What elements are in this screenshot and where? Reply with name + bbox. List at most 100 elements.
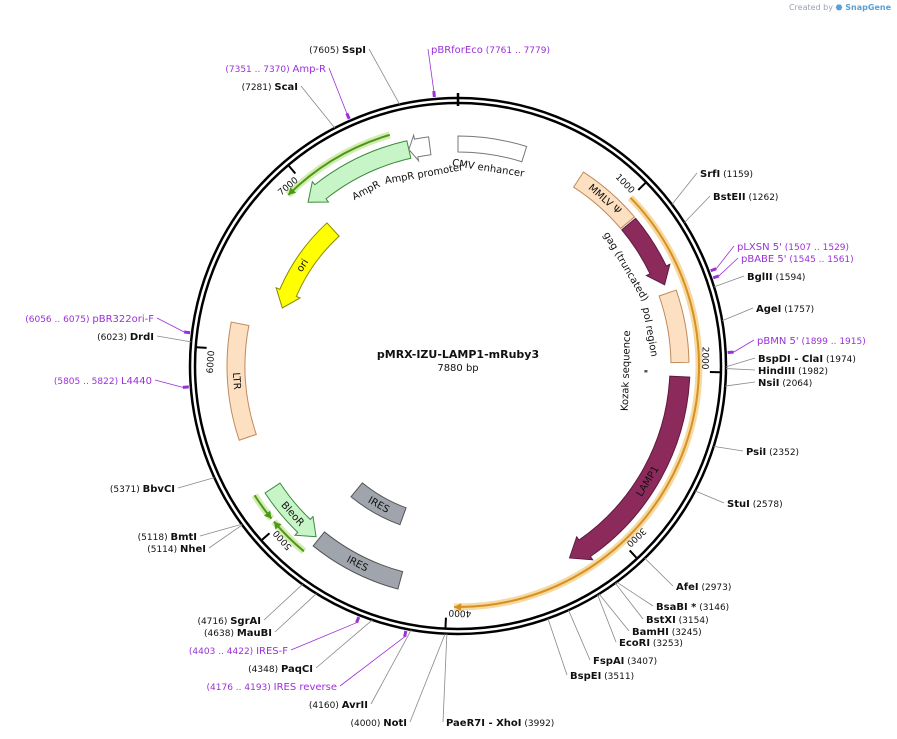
- enzyme-position: (2352): [766, 448, 799, 458]
- enzyme-label: (5114) NheI: [147, 544, 206, 555]
- enzyme-leader: [597, 594, 617, 643]
- primer-marker: [183, 330, 191, 335]
- enzyme-name: MauBI: [237, 628, 272, 639]
- enzyme-label: EcoRI (3253): [619, 638, 683, 649]
- feature-arrow: [226, 321, 257, 441]
- feature-label: AmpR: [351, 179, 383, 203]
- enzyme-name: AvrII: [342, 700, 368, 711]
- feature-label: AmpR promoter: [384, 162, 465, 187]
- primer-leader: [718, 257, 739, 277]
- primer-marker: [432, 90, 436, 98]
- primer-label: pBMN 5' (1899 .. 1915): [757, 336, 866, 347]
- enzyme-name-extra: - ClaI: [791, 354, 823, 365]
- enzyme-name: ScaI: [274, 82, 298, 93]
- enzyme-position: (7281): [242, 83, 275, 93]
- enzyme-leader: [684, 195, 711, 223]
- enzyme-position: (5114): [147, 545, 180, 555]
- enzyme-position: (3245): [669, 628, 702, 638]
- enzyme-name: BmtI: [170, 532, 197, 543]
- enzyme-name: BamHI: [632, 627, 669, 638]
- enzyme-name: PaeR7I: [446, 718, 485, 729]
- enzyme-label: BamHI (3245): [632, 627, 702, 638]
- enzyme-name: FspAI: [593, 656, 624, 667]
- enzyme-leader: [368, 48, 401, 105]
- enzyme-label: SrfI (1159): [700, 169, 753, 180]
- primer-name: pBRforEco: [431, 45, 483, 56]
- enzyme-leader: [725, 368, 756, 371]
- enzyme-name: StuI: [727, 499, 750, 510]
- enzyme-label: (4348) PaqCI: [248, 664, 313, 675]
- enzyme-leader: [713, 445, 744, 452]
- outer-arc-head: [454, 603, 462, 612]
- tick-mark: [637, 182, 647, 191]
- primer-position: (6056 .. 6075): [25, 315, 92, 325]
- snapgene-logo-icon: ⬣: [835, 3, 846, 12]
- enzyme-position: (1159): [720, 170, 753, 180]
- primer-label: pLXSN 5' (1507 .. 1529): [737, 242, 849, 253]
- enzyme-position: (3511): [601, 672, 634, 682]
- enzyme-position: (4000): [350, 719, 383, 729]
- enzyme-leader: [274, 593, 317, 633]
- primer-marker: [355, 616, 361, 624]
- tick-label: 6000: [206, 350, 218, 374]
- enzyme-name: NheI: [180, 544, 206, 555]
- primer-leader: [156, 317, 185, 333]
- enzyme-name: SgrAI: [230, 616, 261, 627]
- enzyme-position: (1262): [746, 193, 779, 203]
- outer-annotation-arcs: [251, 131, 703, 612]
- enzyme-position: (1594): [773, 273, 806, 283]
- enzyme-position: (2973): [699, 583, 732, 593]
- enzyme-label: BglII (1594): [747, 272, 805, 283]
- enzyme-leader: [208, 524, 243, 549]
- primer-label: pBRforEco (7761 .. 7779): [431, 45, 550, 56]
- primer-position: (7351 .. 7370): [225, 65, 292, 75]
- outer-arc-head: [263, 510, 272, 519]
- feature-arrow: [572, 171, 636, 230]
- tick-mark: [288, 165, 297, 175]
- enzyme-name: AgeI: [756, 304, 781, 315]
- enzyme-leader: [598, 593, 630, 632]
- enzyme-leader: [713, 275, 745, 288]
- primer-name: pBABE 5': [741, 254, 787, 265]
- enzyme-leader: [644, 557, 674, 587]
- enzyme-label: BstXI (3154): [646, 615, 709, 626]
- plasmid-length: 7880 bp: [437, 363, 478, 374]
- enzyme-leader: [300, 85, 336, 129]
- feature-arrow: [275, 222, 340, 309]
- primer-marker: [345, 112, 351, 120]
- feature-label: LTR: [230, 372, 242, 390]
- tick-mark: [196, 346, 207, 349]
- primer-marker: [712, 274, 720, 280]
- restriction-sites: SrfI (1159)BstEII (1262)BglII (1594)AgeI…: [97, 45, 856, 729]
- enzyme-name: AfeI: [676, 582, 699, 593]
- feature-arrow: [568, 375, 691, 561]
- primer-position: (1507 .. 1529): [782, 243, 849, 253]
- enzyme-name: NotI: [383, 718, 407, 729]
- enzyme-position: (4160): [309, 701, 342, 711]
- primer-name: IRES-F: [256, 646, 288, 657]
- plasmid-name: pMRX-IZU-LAMP1-mRuby3: [377, 348, 539, 361]
- enzyme-name: SrfI: [700, 169, 720, 180]
- primer-position: (1899 .. 1915): [799, 337, 866, 347]
- feature-arrow: [658, 289, 690, 364]
- feature-arrow: [350, 482, 407, 526]
- enzyme-name: BbvCI: [143, 484, 175, 495]
- enzyme-label: (4160) AvrII: [309, 700, 368, 711]
- feature-arrow: [264, 482, 317, 538]
- primer-leader: [339, 636, 405, 687]
- tick-mark: [261, 532, 271, 541]
- enzyme-position: (3992): [522, 719, 555, 729]
- enzyme-position: (2064): [779, 379, 812, 389]
- enzyme-leader: [614, 582, 644, 620]
- enzyme-leader: [263, 584, 303, 621]
- enzyme-label: (6023) DrdI: [97, 332, 154, 343]
- enzyme-label: (5371) BbvCI: [110, 484, 175, 495]
- enzyme-label: BspDI - ClaI (1974): [758, 354, 856, 365]
- enzyme-position: (4348): [248, 665, 281, 675]
- enzyme-label: (4716) SgrAI: [197, 616, 261, 627]
- primer-leader: [328, 67, 348, 114]
- enzyme-name-extra: - XhoI: [485, 718, 522, 729]
- primer-sites: pBRforEco (7761 .. 7779) (7351 .. 7370) A…: [25, 45, 866, 693]
- enzyme-name: BspDI: [758, 354, 791, 365]
